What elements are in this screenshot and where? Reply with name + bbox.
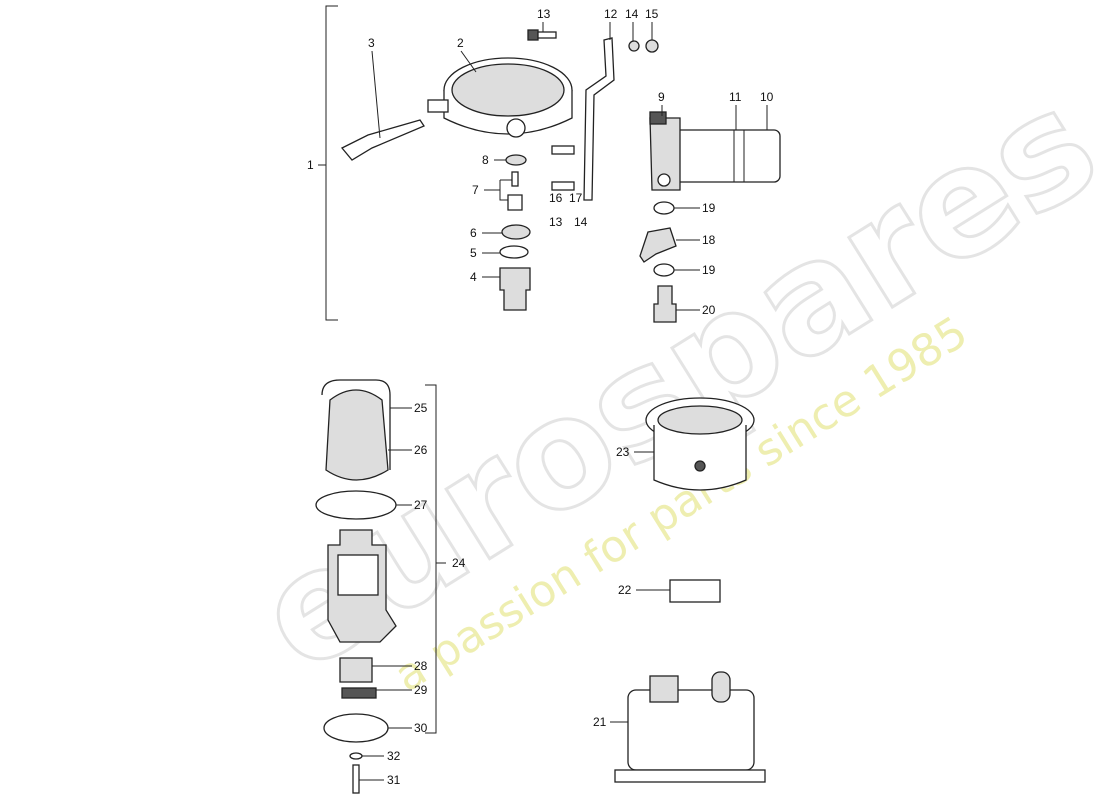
part-30-plate bbox=[323, 713, 389, 743]
part-14-washer bbox=[628, 40, 640, 52]
label-25: 25 bbox=[414, 401, 428, 415]
part-20-bolt bbox=[653, 285, 677, 323]
label-17: 17 bbox=[569, 191, 583, 205]
part-31-screw bbox=[352, 764, 360, 794]
part-4-fitting bbox=[499, 267, 531, 311]
part-29-gasket bbox=[341, 687, 377, 699]
label-19: 19 bbox=[702, 201, 716, 215]
label-16: 16 bbox=[549, 191, 563, 205]
part-12-bracket bbox=[583, 37, 615, 201]
label-9: 9 bbox=[658, 90, 665, 104]
label-23: 23 bbox=[616, 445, 630, 459]
label-13: 13 bbox=[537, 7, 551, 21]
part-6-seal bbox=[501, 224, 531, 240]
label-6: 6 bbox=[470, 226, 477, 240]
label-31: 31 bbox=[387, 773, 401, 787]
part-28-diaphragm bbox=[339, 657, 373, 683]
part-13-bolt bbox=[527, 29, 557, 41]
label-14: 14 bbox=[625, 7, 639, 21]
part-9-filter-assembly bbox=[649, 111, 781, 191]
group-bracket-1 bbox=[318, 5, 338, 321]
group-bracket-24 bbox=[425, 384, 446, 734]
label-8: 8 bbox=[482, 153, 489, 167]
label-26: 26 bbox=[414, 443, 428, 457]
part-7-pin bbox=[511, 171, 519, 187]
part-5-washer bbox=[499, 245, 529, 259]
label-1: 1 bbox=[307, 158, 314, 172]
label-18: 18 bbox=[702, 233, 716, 247]
part-24-pump-body bbox=[327, 529, 397, 643]
part-22-switch bbox=[669, 579, 721, 603]
label-15: 15 bbox=[645, 7, 659, 21]
label-13-lower: 13 bbox=[549, 215, 563, 229]
label-27: 27 bbox=[414, 498, 428, 512]
part-18-banjo bbox=[639, 227, 677, 263]
leader-lines bbox=[359, 22, 768, 781]
part-7-valve bbox=[507, 194, 523, 211]
part-21-control-unit bbox=[614, 671, 766, 783]
part-8-washer bbox=[505, 154, 527, 166]
part-27-gasket bbox=[315, 490, 397, 520]
part-19-seal bbox=[653, 201, 675, 215]
label-24: 24 bbox=[452, 556, 466, 570]
label-3: 3 bbox=[368, 36, 375, 50]
part-23-housing bbox=[645, 397, 755, 491]
label-12: 12 bbox=[604, 7, 618, 21]
label-32: 32 bbox=[387, 749, 401, 763]
label-20: 20 bbox=[702, 303, 716, 317]
label-11: 11 bbox=[729, 90, 742, 104]
label-14-lower: 14 bbox=[574, 215, 588, 229]
part-13-bolt-lower bbox=[551, 181, 575, 191]
label-19-lower: 19 bbox=[702, 263, 716, 277]
part-2-pump-housing bbox=[427, 57, 573, 138]
part-32-washer bbox=[349, 752, 363, 760]
label-7: 7 bbox=[472, 183, 479, 197]
label-5: 5 bbox=[470, 246, 477, 260]
label-28: 28 bbox=[414, 659, 428, 673]
label-30: 30 bbox=[414, 721, 428, 735]
label-21: 21 bbox=[593, 715, 607, 729]
part-15-nut bbox=[645, 39, 659, 53]
label-22: 22 bbox=[618, 583, 632, 597]
part-3-lever bbox=[340, 119, 425, 161]
part-16-bolt bbox=[551, 145, 575, 155]
part-19-seal-lower bbox=[653, 263, 675, 277]
label-29: 29 bbox=[414, 683, 428, 697]
part-26-cover bbox=[325, 389, 389, 481]
label-2: 2 bbox=[457, 36, 464, 50]
label-4: 4 bbox=[470, 270, 477, 284]
label-10: 10 bbox=[760, 90, 774, 104]
